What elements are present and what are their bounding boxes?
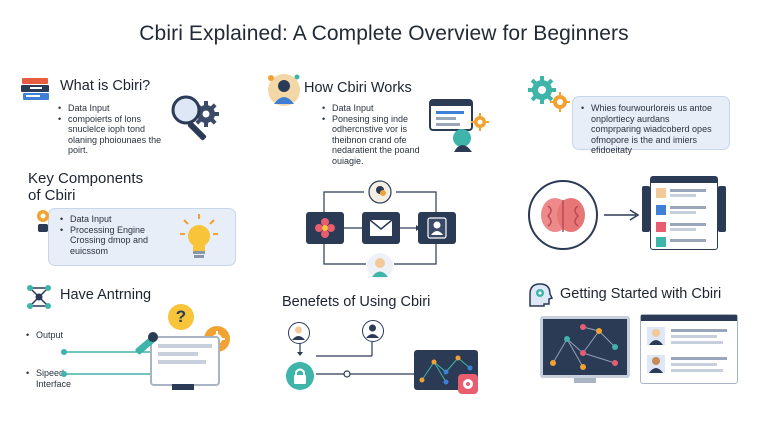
section-heading-have-antrning: Have Antrning (60, 287, 152, 303)
lock-icon (286, 362, 314, 390)
monitor-stand (172, 384, 194, 390)
how-works-bullets: Data Input Ponesing sing inde odhercnsti… (322, 103, 422, 166)
network-monitor (540, 316, 630, 378)
magnifier-gear-icon (166, 92, 222, 148)
flow-connectors (323, 191, 437, 265)
heading-line-1: Key Components (28, 170, 144, 187)
profile-list-device (650, 176, 718, 250)
what-is-bullets: Data Input compoierts of lons snuclelce … (58, 103, 166, 156)
flower-node (306, 212, 344, 244)
monitor-section-5 (150, 336, 220, 386)
device-side-left (642, 186, 650, 232)
profile-panel (640, 314, 738, 384)
device-side-right (718, 186, 726, 232)
key-components-bullets: Data Input Processing Engine Crossing dm… (60, 214, 170, 256)
brain-circle (528, 180, 598, 250)
user-icon-b (362, 320, 384, 342)
user-node-top (368, 180, 392, 204)
gears-icon (526, 74, 574, 116)
output-label: Output (26, 330, 63, 341)
section-heading-key-components: Key Components of Cbiri (28, 170, 143, 204)
wrench-icon (130, 330, 160, 360)
question-icon: ? (168, 304, 194, 330)
speed-interface-label: Sipeed Interface (26, 368, 71, 389)
avatar-node-bottom (366, 252, 394, 280)
bullet-data-input: Data Input (58, 103, 166, 114)
key-icon (34, 208, 54, 236)
section-heading-how-works: How Cbiri Works (304, 80, 412, 96)
section-heading-what-is: What is Cbiri? (60, 78, 151, 94)
bullet-data-input-3: Data Input (60, 214, 170, 225)
info-panel-text: Whies fourwourloreis us antoe onplortiec… (581, 103, 721, 156)
lightbulb-icon (178, 212, 220, 262)
page-title: Cbiri Explained: A Complete Overview for… (139, 22, 629, 45)
bullet-processing-engine: Processing Engine Crossing dmop and euic… (60, 225, 170, 257)
bullet-components: compoierts of lons snuclelce ioph tond o… (58, 114, 166, 156)
person-thinking-icon (266, 72, 302, 110)
bullet-data-input-2: Data Input (322, 103, 422, 114)
info-panel: Whies fourwourloreis us antoe onplortiec… (572, 96, 730, 155)
section-heading-benefits: Benefets of Using Cbiri (282, 294, 431, 310)
benefits-connectors (297, 342, 416, 378)
network-icon (26, 284, 52, 310)
heading-line-2: of Cbiri (28, 187, 76, 204)
books-icon (20, 74, 52, 106)
arrow-right-icon (604, 209, 640, 221)
profile-node (418, 212, 456, 244)
document-gear-icon (428, 98, 490, 154)
monitor-stand-2 (574, 378, 596, 383)
bullet-processing: Ponesing sing inde odhercnstive vor is t… (322, 114, 422, 167)
user-icon-a (288, 322, 310, 344)
section-heading-getting-started: Getting Started with Cbiri (560, 286, 722, 302)
head-gear-icon (526, 282, 554, 308)
envelope-node (362, 212, 400, 244)
settings-badge-icon (458, 374, 478, 394)
